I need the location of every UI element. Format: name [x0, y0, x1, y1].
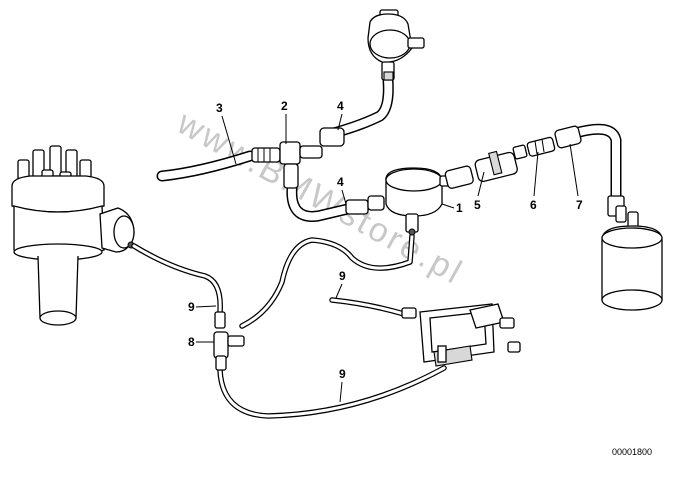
svg-text:2: 2	[281, 99, 288, 113]
callout-9-left: 9	[188, 300, 217, 314]
callout-4-lower: 4	[337, 175, 347, 205]
inline-fitting-5	[444, 144, 528, 189]
charcoal-canister	[601, 195, 663, 311]
hose-9-short	[329, 297, 407, 317]
coupling-6	[526, 125, 582, 157]
hose-9-lower-loop	[217, 365, 447, 419]
pressure-regulator-top	[367, 9, 425, 81]
diagram-code: 00001800	[612, 447, 652, 457]
callout-5: 5	[474, 171, 485, 212]
hose-9-distributor	[131, 243, 223, 315]
callout-6: 6	[530, 151, 539, 212]
hose-t-lower	[286, 182, 358, 222]
svg-text:7: 7	[576, 198, 583, 212]
hose-9-middle	[239, 233, 415, 329]
svg-text:6: 6	[530, 198, 537, 212]
svg-text:1: 1	[456, 201, 463, 215]
callout-1: 1	[441, 201, 463, 215]
distributor	[11, 145, 135, 326]
callout-8: 8	[188, 335, 214, 349]
hose-3	[156, 150, 256, 182]
callout-4-upper: 4	[337, 99, 344, 131]
hose-7	[566, 123, 622, 202]
vacuum-valve-1	[345, 167, 459, 236]
callout-9-right: 9	[335, 269, 346, 299]
callout-7: 7	[569, 143, 583, 212]
callout-9-bottom: 9	[339, 367, 346, 403]
svg-text:5: 5	[474, 198, 481, 212]
svg-text:4: 4	[337, 99, 344, 113]
svg-text:9: 9	[339, 367, 346, 381]
t-connector-8	[213, 311, 245, 371]
svg-text:8: 8	[188, 335, 195, 349]
t-piece	[251, 127, 345, 189]
callout-3: 3	[216, 101, 237, 165]
svg-text:4: 4	[337, 175, 344, 189]
svg-text:9: 9	[188, 300, 195, 314]
solenoid-valve	[401, 303, 521, 367]
svg-text:9: 9	[339, 269, 346, 283]
hose-4-upper	[324, 74, 394, 140]
callout-2: 2	[281, 99, 288, 144]
svg-text:3: 3	[216, 101, 223, 115]
